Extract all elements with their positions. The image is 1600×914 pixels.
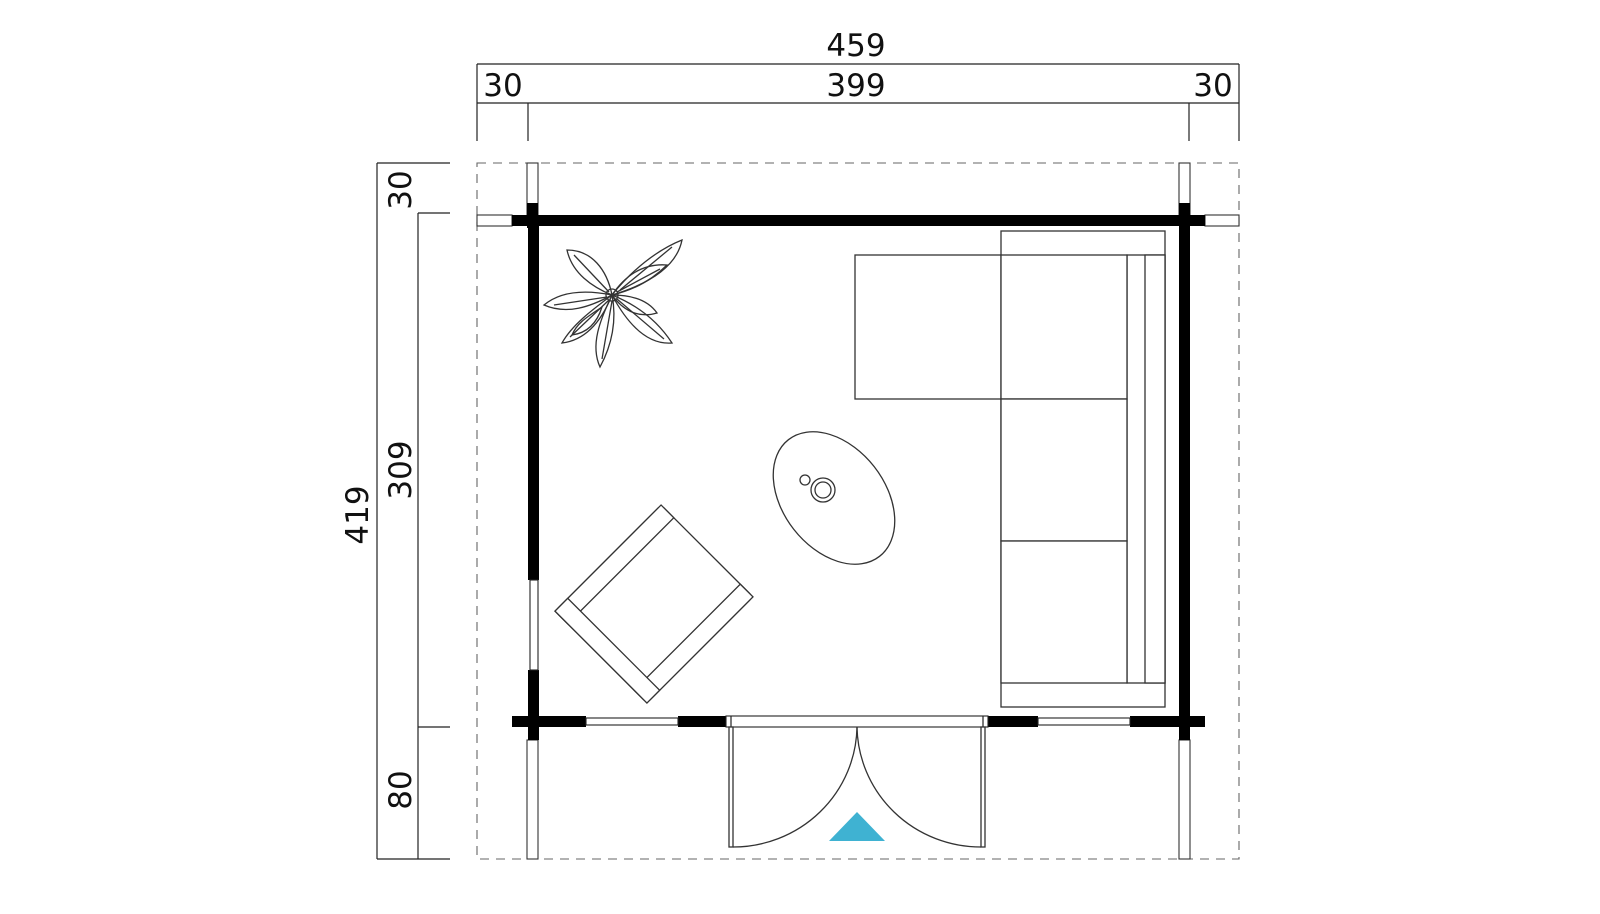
inner-width-label: 399: [826, 68, 885, 104]
overhang-back-label: 30: [383, 170, 419, 209]
corner-sofa: [854, 230, 1166, 708]
plant-icon: [542, 238, 683, 369]
inner-depth-label: 309: [383, 440, 419, 499]
window-front-right: [1037, 717, 1131, 726]
top-dimensions: 459 30 399 30: [476, 28, 1240, 141]
sofa-seat-3: [1000, 540, 1128, 684]
total-width-label: 459: [826, 28, 885, 64]
windows: [529, 579, 1131, 726]
roof-outline: [476, 162, 1240, 860]
sofa-seat-2: [1000, 398, 1128, 542]
double-door: [725, 715, 989, 848]
entrance-arrow-icon: [829, 812, 885, 841]
log-ends: [476, 162, 1240, 860]
canopy-depth-label: 80: [383, 770, 419, 809]
sofa-seat-1: [1000, 254, 1128, 400]
armchair: [554, 504, 754, 704]
canopy-post-right: [1178, 739, 1191, 860]
overhang-left-label: 30: [483, 68, 522, 104]
coffee-table: [772, 431, 896, 565]
sofa-chaise: [854, 254, 1002, 400]
canopy-post-left: [526, 739, 539, 860]
window-front-left: [585, 717, 679, 726]
left-dimensions: 419 30 309 80: [340, 162, 450, 860]
window-left-wall: [529, 579, 539, 671]
walls: [512, 203, 1205, 740]
total-depth-label: 419: [340, 485, 376, 544]
overhang-right-label: 30: [1193, 68, 1232, 104]
